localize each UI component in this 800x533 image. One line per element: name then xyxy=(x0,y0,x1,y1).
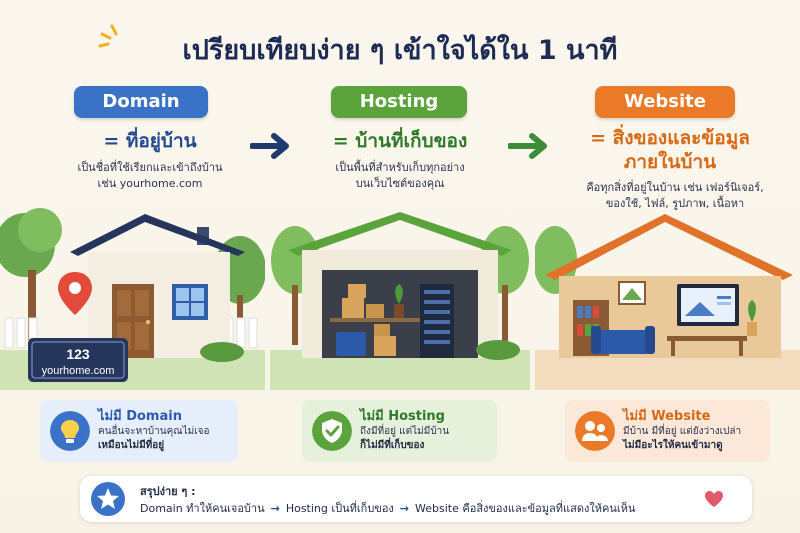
card-title: ไม่มี Domain xyxy=(98,409,182,424)
website-badge: Website xyxy=(595,86,735,118)
card-line1: ถึงมีที่อยู่ แต่ไม่มีบ้าน xyxy=(360,426,450,437)
summary-box: สรุปง่าย ๆ : Domain ทำให้คนเจอบ้าน → Hosti… xyxy=(80,476,752,522)
card-line2: เหมือนไม่มีที่อยู่ xyxy=(98,440,165,451)
hosting-badge: Hosting xyxy=(331,86,467,118)
users-icon xyxy=(575,411,615,451)
website-description: คือทุกสิ่งที่อยู่ในบ้าน เช่น เฟอร์นิเจอร… xyxy=(560,180,790,212)
no-hosting-card: ไม่มี Hosting ถึงมีที่อยู่ แต่ไม่มีบ้าน … xyxy=(302,400,497,462)
no-domain-card: ไม่มี Domain คนอื่นจะหาบ้านคุณไม่เจอ เหม… xyxy=(40,400,238,462)
arrow-right-icon xyxy=(250,133,289,159)
summary-line: Domain ทำให้คนเจอบ้าน → Hosting เป็นที่เก็… xyxy=(140,499,635,517)
sign-domain: yourhome.com xyxy=(42,365,115,377)
card-line1: มีบ้าน มีที่อยู่ แต่ยังว่างเปล่า xyxy=(623,426,742,437)
website-subtitle-line1: = สิ่งของและข้อมูล xyxy=(590,127,750,149)
hosting-desc-line1: เป็นพื้นที่สำหรับเก็บทุกอย่าง xyxy=(335,161,465,174)
website-desc-line2: ของใช้, ไฟล์, รูปภาพ, เนื้อหา xyxy=(605,197,745,210)
summary-domain: Domain ทำให้คนเจอบ้าน xyxy=(140,502,265,515)
lightbulb-icon xyxy=(50,411,90,451)
card-title: ไม่มี Hosting xyxy=(360,409,445,424)
domain-subtitle: = ที่อยู่บ้าน xyxy=(103,130,197,152)
summary-website: Website คือสิ่งของและข้อมูลที่แสดงให้คนเ… xyxy=(415,502,636,515)
domain-desc-line2: เช่น yourhome.com xyxy=(97,177,203,190)
no-website-card: ไม่มี Website มีบ้าน มีที่อยู่ แต่ยังว่า… xyxy=(565,400,770,462)
title-text: เปรียบเทียบง่าย ๆ เข้าใจได้ใน xyxy=(182,35,538,66)
arrow-right-icon: → xyxy=(270,502,280,515)
domain-description: เป็นชื่อที่ใช้เรียกและเข้าถึงบ้าน เช่น y… xyxy=(50,160,250,192)
card-line2: ไม่มีอะไรให้คนเข้ามาดู xyxy=(623,440,723,451)
summary-hosting: Hosting เป็นที่เก็บของ xyxy=(285,502,394,515)
card-line2: ก็ไม่มีที่เก็บของ xyxy=(360,440,425,451)
star-icon xyxy=(91,482,125,516)
hosting-subtitle: = บ้านที่เก็บของ xyxy=(332,130,468,152)
summary-title: สรุปง่าย ๆ : xyxy=(140,485,196,498)
website-desc-line1: คือทุกสิ่งที่อยู่ในบ้าน เช่น เฟอร์นิเจอร… xyxy=(586,181,764,194)
house-illustration: 123 yourhome.com xyxy=(0,208,265,390)
website-subtitle-line2: ภายในบ้าน xyxy=(623,151,717,173)
living-room-illustration xyxy=(535,214,800,390)
sparkle-icon xyxy=(98,24,118,48)
storage-house-illustration xyxy=(270,212,530,390)
domain-badge: Domain xyxy=(74,86,208,118)
heart-icon xyxy=(705,491,723,507)
website-subtitle: = สิ่งของและข้อมูล ภายในบ้าน xyxy=(560,126,780,174)
sign-number: 123 xyxy=(66,346,90,362)
page-title: เปรียบเทียบง่าย ๆ เข้าใจได้ใน 1 นาที xyxy=(0,28,800,71)
title-highlight: 1 นาที xyxy=(537,35,618,66)
arrow-right-icon: → xyxy=(399,502,410,515)
arrow-right-icon xyxy=(508,133,547,159)
shield-check-icon xyxy=(312,411,352,451)
domain-desc-line1: เป็นชื่อที่ใช้เรียกและเข้าถึงบ้าน xyxy=(77,161,223,174)
hosting-description: เป็นพื้นที่สำหรับเก็บทุกอย่าง บนเว็บไซต์… xyxy=(300,160,500,192)
card-title: ไม่มี Website xyxy=(623,409,711,424)
card-line1: คนอื่นจะหาบ้านคุณไม่เจอ xyxy=(98,426,210,437)
hosting-desc-line2: บนเว็บไซต์ของคุณ xyxy=(355,177,445,190)
